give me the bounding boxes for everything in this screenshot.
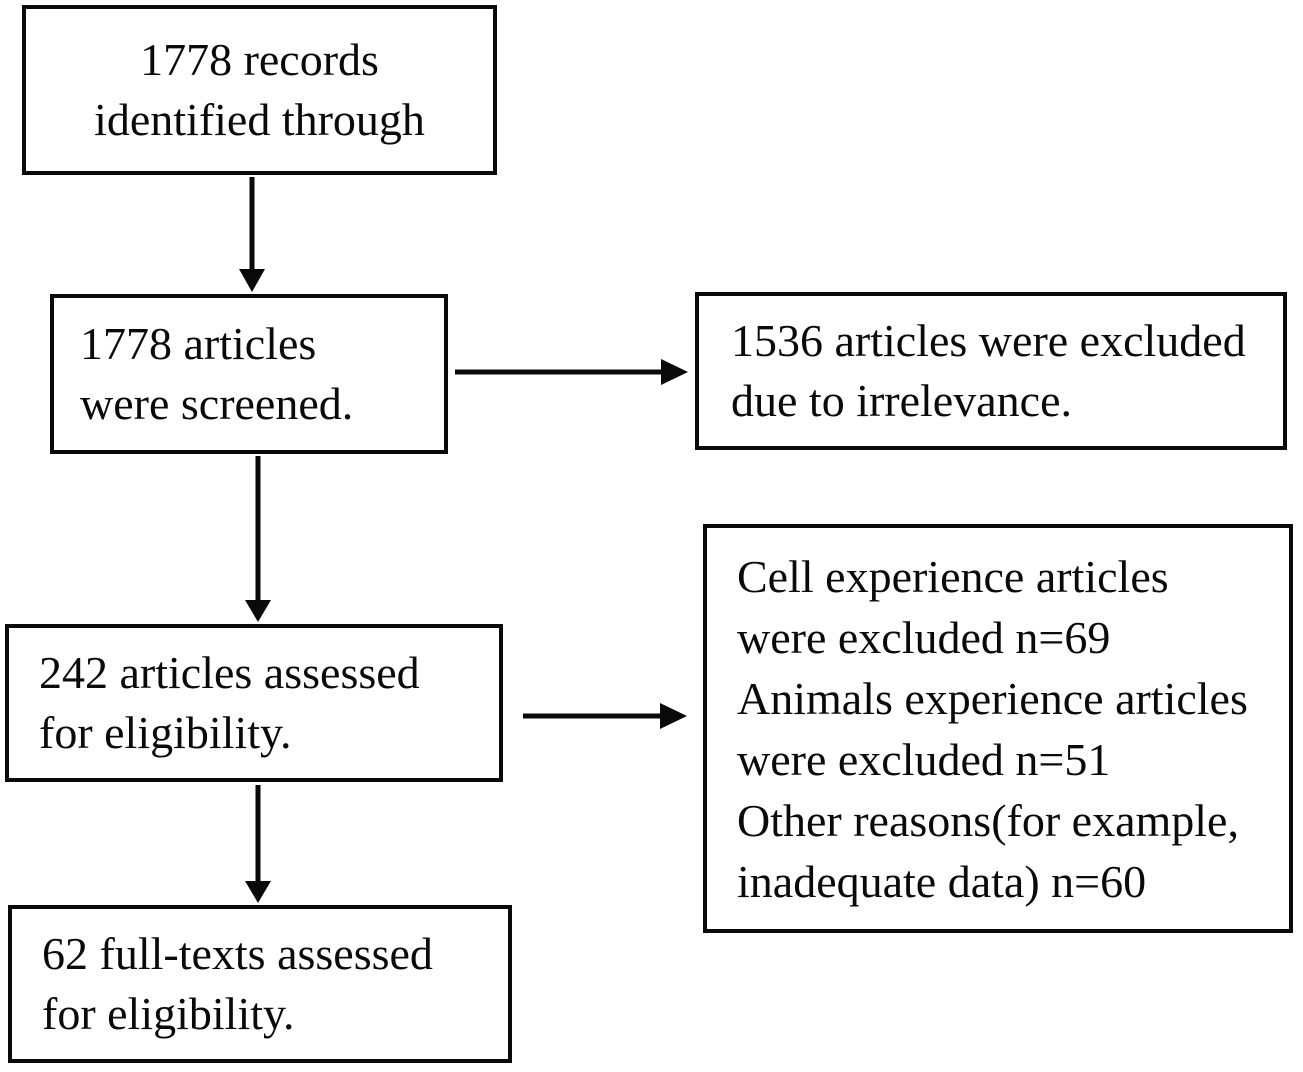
box-exclusion-reasons: Cell experience articles were excluded n… <box>703 524 1293 933</box>
box-excluded-irrelevance: 1536 articles were excluded due to irrel… <box>695 292 1287 450</box>
arrow-assessed-to-fulltexts <box>245 785 271 903</box>
arrow-screened-to-irrelevance <box>455 359 688 385</box>
box-fulltexts-assessed: 62 full-texts assessed for eligibility. <box>8 905 512 1063</box>
arrow-assessed-to-reasons <box>523 703 687 729</box>
arrow-screened-to-assessed <box>245 456 271 622</box>
box-articles-assessed: 242 articles assessed for eligibility. <box>5 624 503 782</box>
arrow-records-to-screened <box>239 177 265 292</box>
box-articles-screened: 1778 articles were screened. <box>50 294 448 454</box>
box-records-identified: 1778 records identified through <box>22 5 497 175</box>
